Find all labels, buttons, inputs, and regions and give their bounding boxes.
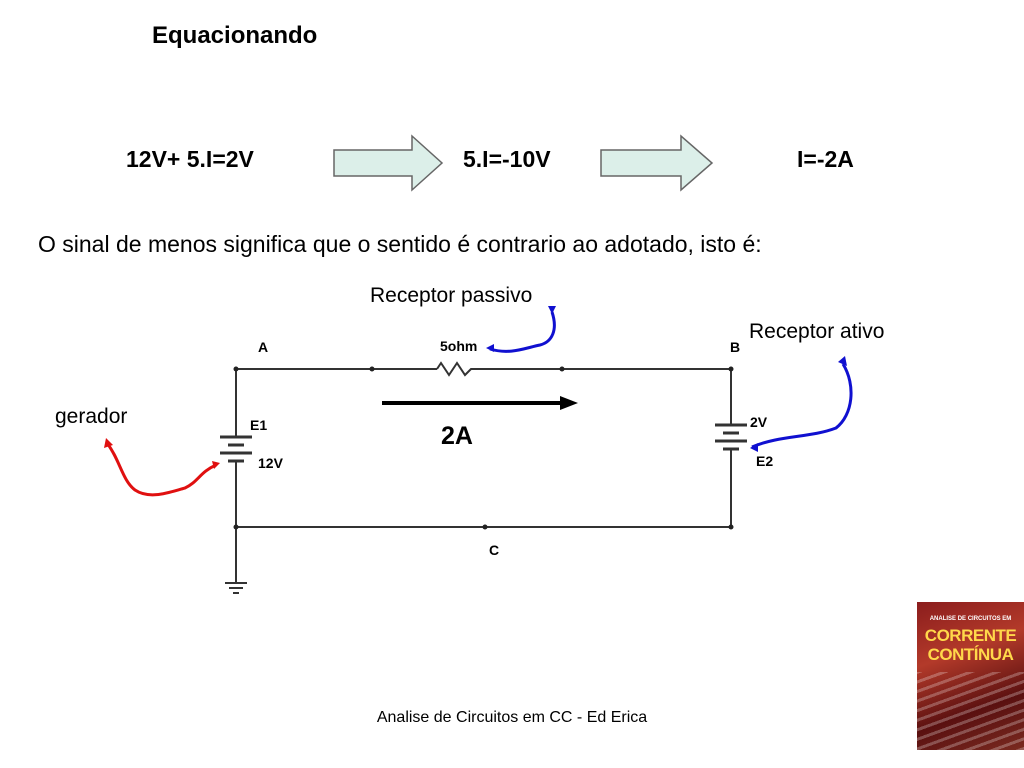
- e1-name-label: E1: [250, 417, 267, 433]
- annotation-arrow-passivo: [489, 311, 556, 353]
- battery-e1: [220, 435, 252, 463]
- e2-name-label: E2: [756, 453, 773, 469]
- resistor-label: 5ohm: [440, 338, 477, 354]
- junction-dot: [728, 366, 734, 372]
- footer-caption: Analise de Circuitos em CC - Ed Erica: [376, 709, 648, 726]
- current-value-label: 2A: [441, 422, 473, 450]
- label-gerador: gerador: [55, 405, 128, 428]
- junction-dot: [233, 366, 239, 372]
- cover-line-3: CONTÍNUA: [927, 645, 1014, 664]
- cover-pattern: [917, 672, 1024, 750]
- resistor-symbol: [436, 361, 476, 377]
- junction-dot: [559, 366, 565, 372]
- equation-2: 5.I=-10V: [463, 146, 551, 172]
- annotation-arrow-gerador: [105, 442, 217, 497]
- node-b-label: B: [730, 339, 740, 355]
- equation-3: I=-2A: [797, 146, 854, 172]
- junction-dot: [728, 524, 734, 530]
- junction-dot: [233, 524, 239, 530]
- ground-symbol: [225, 582, 247, 594]
- block-arrow-2: [600, 134, 714, 192]
- cover-line-2: CORRENTE: [924, 626, 1017, 645]
- cover-line-1: ANALISE DE CIRCUITOS EM: [929, 616, 1012, 622]
- annotation-arrow-ativo: [751, 363, 853, 449]
- book-cover-image: ANALISE DE CIRCUITOS EM CORRENTE CONTÍNU…: [917, 602, 1024, 750]
- junction-dot: [482, 524, 488, 530]
- e1-value-label: 12V: [258, 455, 284, 471]
- current-arrow-head: [560, 396, 578, 410]
- junction-dot: [369, 366, 375, 372]
- equation-1: 12V+ 5.I=2V: [126, 146, 254, 172]
- node-c-label: C: [489, 542, 499, 558]
- battery-e2: [715, 423, 747, 451]
- label-receptor-passivo: Receptor passivo: [370, 284, 533, 307]
- node-a-label: A: [258, 339, 268, 355]
- explanation-text: O sinal de menos significa que o sentido…: [38, 231, 762, 257]
- e2-value-label: 2V: [750, 414, 768, 430]
- label-receptor-ativo: Receptor ativo: [749, 320, 885, 343]
- page-title: Equacionando: [152, 22, 318, 49]
- block-arrow-1: [333, 134, 444, 192]
